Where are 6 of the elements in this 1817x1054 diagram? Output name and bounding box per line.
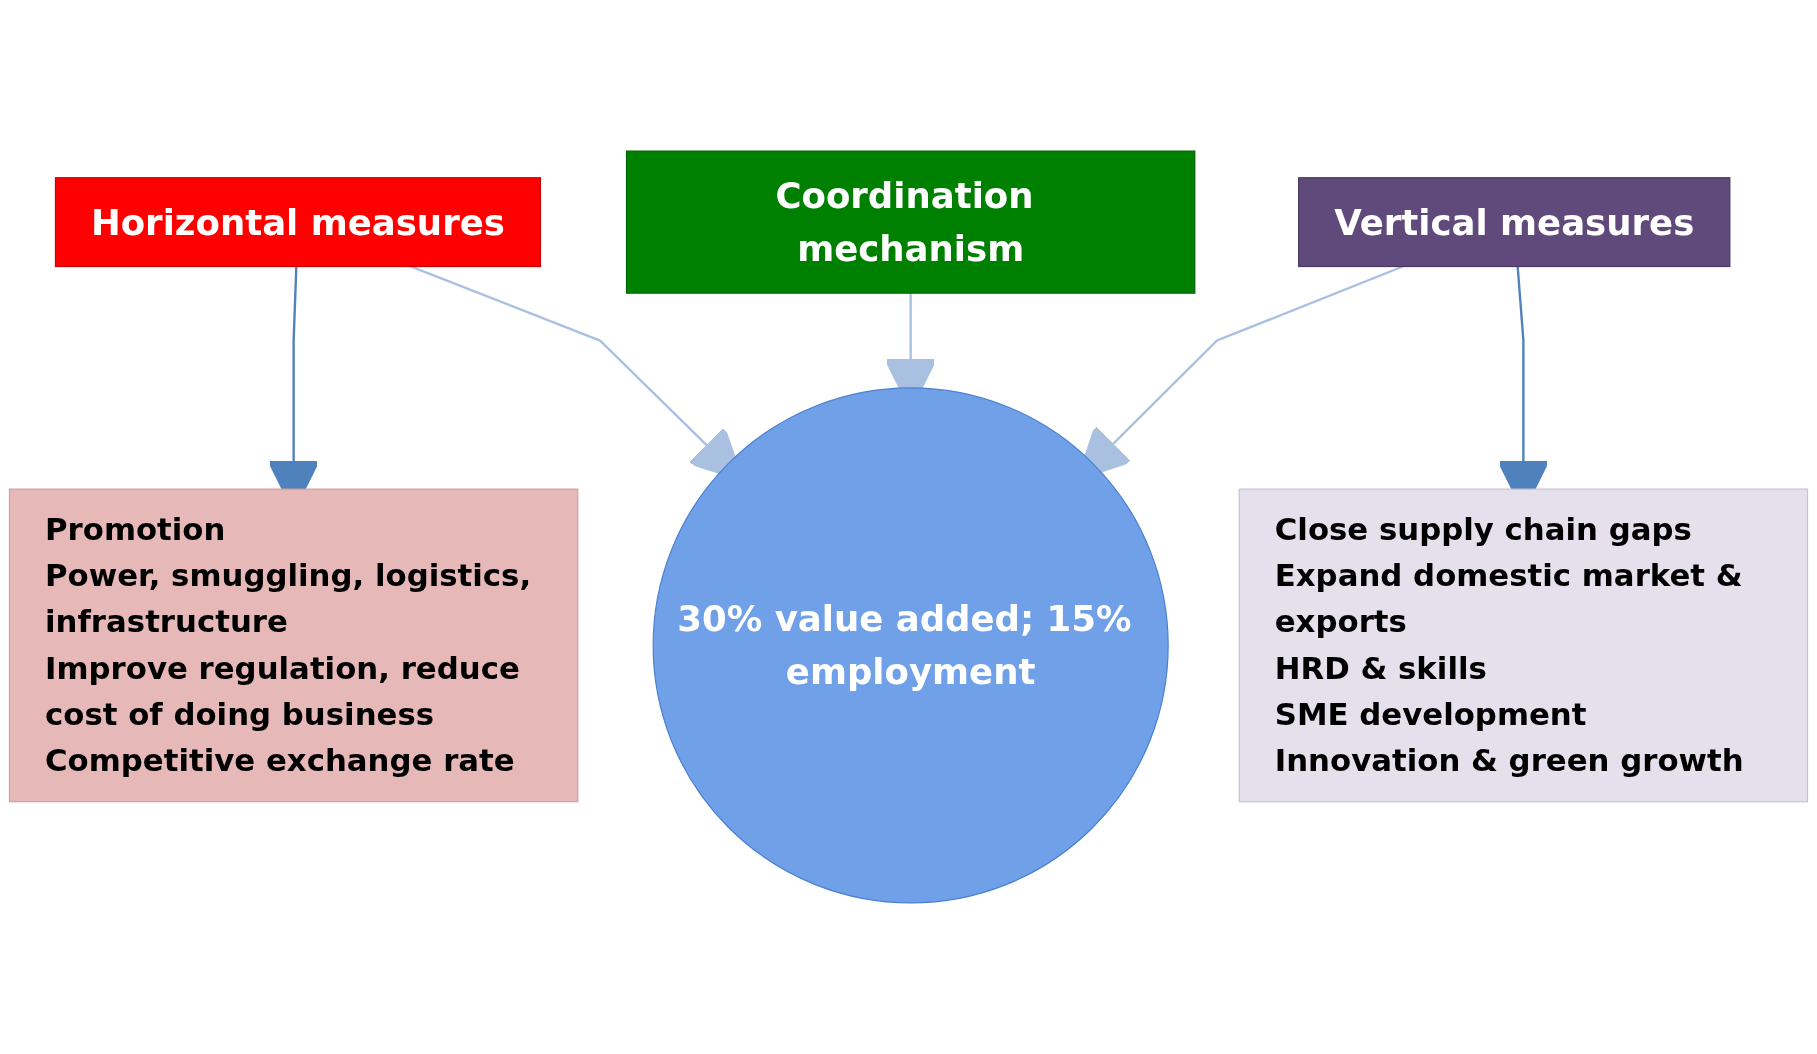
node-circle: 30% value added; 15% employment — [652, 387, 1169, 904]
node-box: Promotion Power, smuggling, logistics, infrastructure Improve regulation, reduce cost of doing business Competitive exchange rate — [8, 488, 579, 803]
node-box: Coordination mechanism — [625, 150, 1196, 294]
node-box: Horizontal measures — [54, 177, 542, 268]
node-box: Vertical measures — [1298, 177, 1731, 268]
node-box: Close supply chain gaps Expand domestic market & exports HRD & skills SME development Innovation & green growth — [1238, 488, 1809, 803]
